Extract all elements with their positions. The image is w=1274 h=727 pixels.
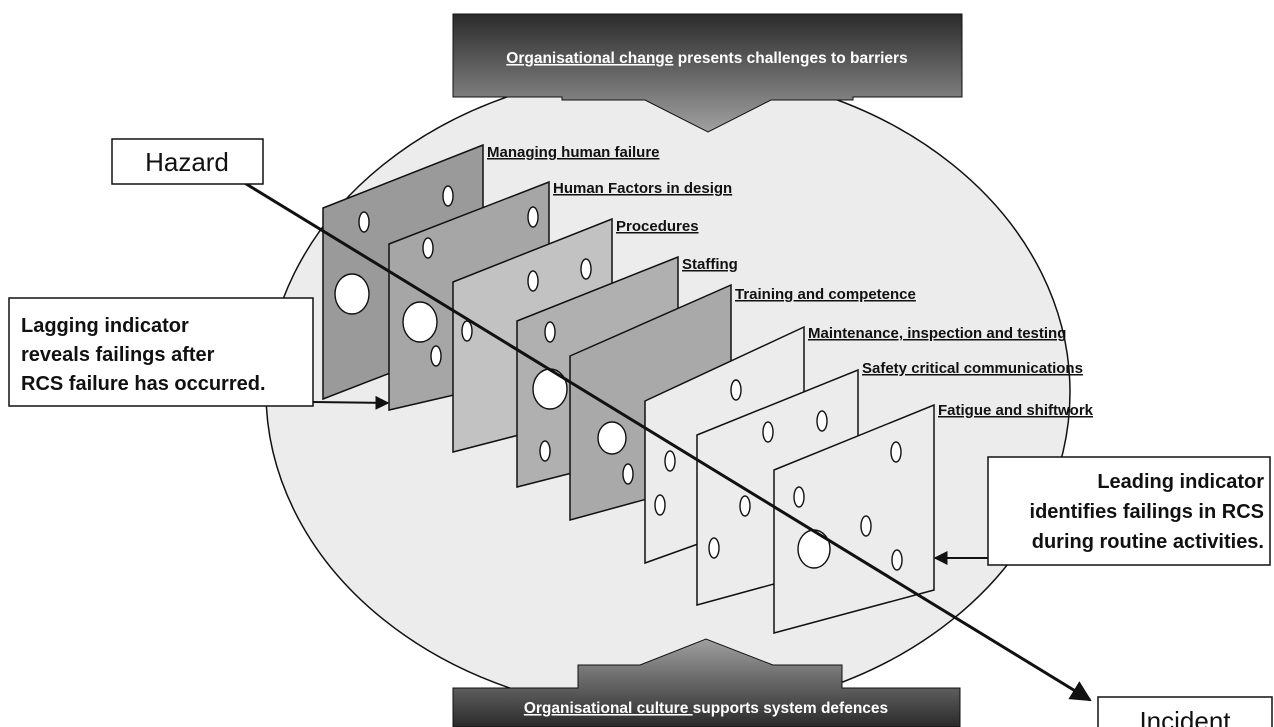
lagging-line-3: RCS failure has occurred. — [21, 373, 266, 395]
plate-hole — [580, 258, 592, 280]
plate-hole — [442, 185, 454, 207]
incident-label: Incident — [1139, 706, 1231, 727]
incident-box: Incident — [1097, 696, 1273, 727]
plate-hole — [664, 450, 676, 472]
plate-hole — [654, 494, 666, 516]
organisational-culture-text: Organisational culture supports system d… — [524, 700, 888, 717]
plate-hole — [358, 211, 370, 233]
organisational-culture-underlined: Organisational culture — [524, 700, 693, 717]
lagging-line-1: Lagging indicator — [21, 315, 189, 337]
plate-hole — [816, 410, 828, 432]
organisational-change-underlined: Organisational change — [506, 50, 673, 67]
plate-hole — [891, 549, 903, 571]
leading-line-3: during routine activities. — [1032, 531, 1264, 553]
plate-hole — [708, 537, 720, 559]
plate-hole — [762, 421, 774, 443]
organisational-culture-arrow: Organisational culture supports system d… — [452, 638, 961, 727]
lagging-indicator-pointer — [312, 395, 390, 410]
plate-label: Procedures — [616, 218, 699, 235]
plate-label: Fatigue and shiftwork — [938, 402, 1094, 419]
plate-hole — [527, 270, 539, 292]
leading-line-2: identifies failings in RCS — [1030, 501, 1264, 523]
plate-hole — [334, 273, 370, 315]
plate-hole — [890, 441, 902, 463]
plate-hole — [539, 440, 551, 462]
leading-line-1: Leading indicator — [1097, 471, 1264, 493]
plate-label: Human Factors in design — [553, 180, 732, 197]
plate-label: Training and competence — [735, 286, 916, 303]
plate-label: Maintenance, inspection and testing — [808, 325, 1066, 342]
plate-label: Safety critical communications — [862, 360, 1083, 377]
organisational-change-arrow: Organisational change presents challenge… — [452, 13, 963, 133]
lagging-line-2: reveals failings after — [21, 344, 215, 366]
plate-hole — [461, 320, 473, 342]
hazard-box: Hazard — [111, 138, 264, 185]
plate-hole — [422, 237, 434, 259]
plate-hole — [430, 345, 442, 367]
hazard-label: Hazard — [145, 147, 229, 177]
organisational-culture-rest: supports system defences — [693, 700, 889, 717]
plate-hole — [797, 529, 831, 569]
plate-hole — [739, 495, 751, 517]
plate-label: Staffing — [682, 256, 738, 273]
plate-hole — [597, 421, 627, 455]
leading-indicator-box: Leading indicator identifies failings in… — [987, 456, 1271, 566]
plate-hole — [532, 368, 568, 410]
plate-hole — [402, 301, 438, 343]
plate-hole — [860, 515, 872, 537]
plate-label: Managing human failure — [487, 144, 660, 161]
organisational-change-rest: presents challenges to barriers — [673, 50, 907, 67]
organisational-change-text: Organisational change presents challenge… — [506, 50, 907, 67]
plate-hole — [544, 321, 556, 343]
plate-hole — [622, 463, 634, 485]
plate-hole — [527, 206, 539, 228]
plate-hole — [793, 486, 805, 508]
plate-hole — [730, 379, 742, 401]
barrier-plates — [322, 143, 935, 634]
hazard-trajectory-line — [242, 180, 1092, 702]
lagging-indicator-box: Lagging indicator reveals failings after… — [8, 297, 314, 407]
